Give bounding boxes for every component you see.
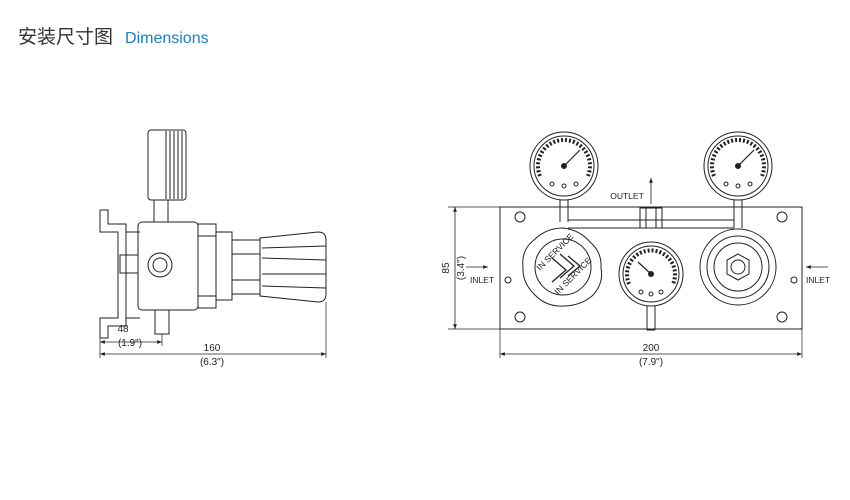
page-title-english: Dimensions: [125, 30, 209, 47]
side-dim-160-in: (6.3"): [200, 357, 224, 368]
gauge-top-left: [529, 131, 599, 222]
side-bonnet: [197, 223, 261, 309]
front-valve-right: [699, 228, 777, 306]
side-view: 48 (1.9") 160 (6.3"): [99, 129, 327, 368]
page-title-chinese: 安装尺寸图: [18, 26, 114, 48]
side-dim-48-mm: 48: [117, 324, 129, 335]
side-bracket: [99, 209, 140, 339]
knob-label-top: IN SERVICE: [534, 231, 575, 272]
front-view: OUTLET IN SERVICE IN SERVICE: [441, 131, 830, 368]
mounting-holes: [504, 211, 798, 323]
gauge-center: [618, 241, 684, 331]
page-header: 安装尺寸图 Dimensions: [18, 22, 209, 49]
inlet-right-label: INLET: [806, 275, 830, 285]
side-knob: [259, 231, 327, 303]
front-dim-200-in: (7.9"): [639, 357, 663, 368]
side-body: [119, 221, 199, 335]
front-manifold: [568, 219, 734, 229]
front-knob-left: [522, 227, 603, 307]
outlet-label: OUTLET: [610, 191, 644, 201]
inlet-left-label: INLET: [470, 275, 494, 285]
outlet-fitting: [639, 178, 663, 229]
side-gauge: [147, 129, 187, 223]
front-panel-plate: [499, 206, 803, 330]
side-dim-48-in: (1.9"): [118, 338, 142, 349]
front-dim-85-mm: 85: [441, 262, 452, 274]
side-dim-160-mm: 160: [204, 343, 221, 354]
front-dim-85-in: (3.4"): [456, 256, 467, 280]
gauge-top-right: [703, 131, 773, 228]
front-dim-200-mm: 200: [643, 343, 660, 354]
